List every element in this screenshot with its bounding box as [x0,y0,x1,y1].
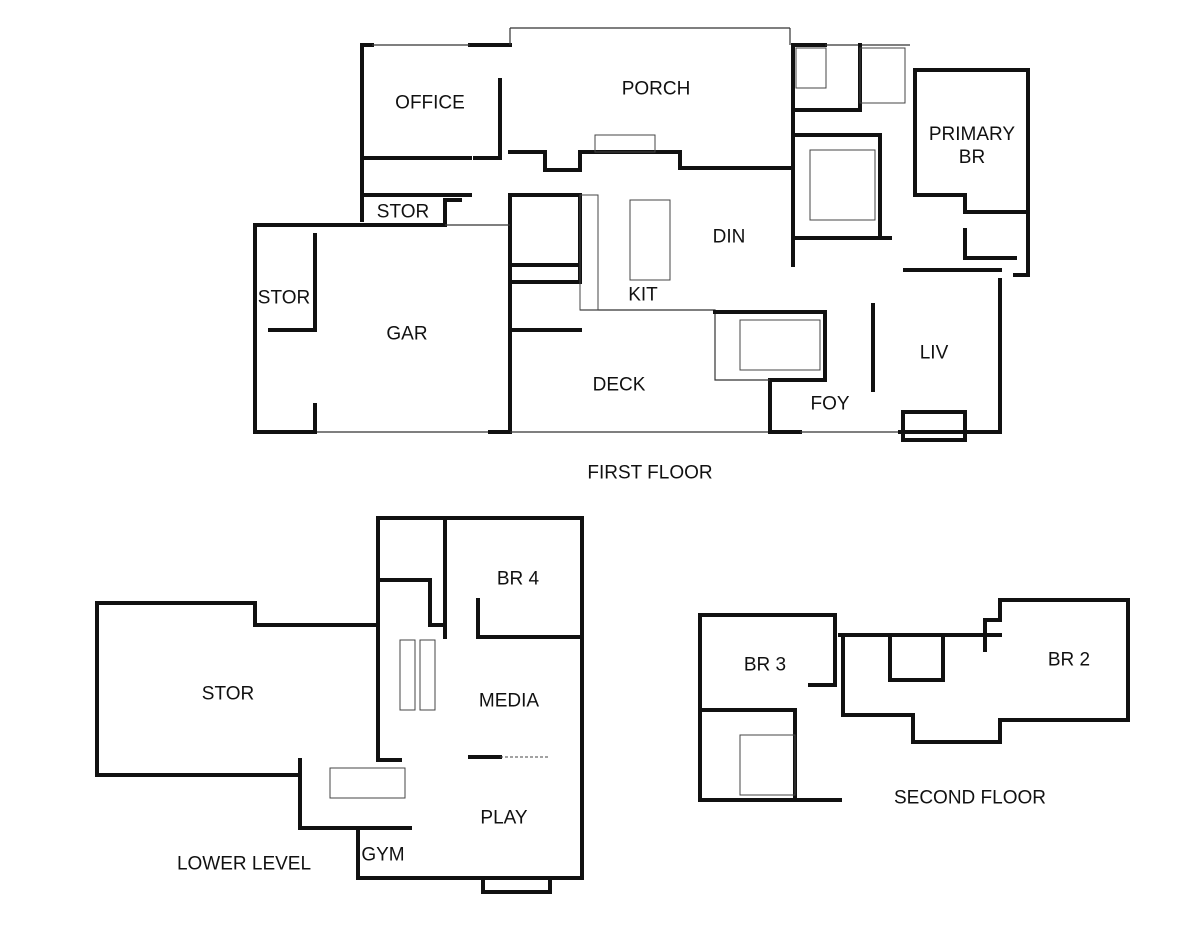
room-label-media: MEDIA [478,690,540,712]
room-label-living: LIV [919,342,949,364]
room-label-lower-stor: STOR [201,683,255,705]
room-label-br3: BR 3 [743,654,787,676]
room-label-deck: DECK [592,374,646,396]
second-floor-walls [698,598,1130,802]
room-label-primary-br: PRIMARY BR [928,124,1016,168]
lower-level-title: LOWER LEVEL [176,853,312,875]
room-label-garage: GAR [386,323,428,345]
room-label-garage-stor: STOR [257,287,311,309]
room-label-porch: PORCH [621,78,691,100]
room-label-gym: GYM [361,844,405,866]
room-label-br2: BR 2 [1047,649,1091,671]
room-label-br4: BR 4 [496,568,540,590]
room-label-play: PLAY [480,807,528,829]
first-floor-walls [253,27,1030,442]
room-label-foyer: FOY [810,393,850,415]
room-label-office: OFFICE [395,92,465,114]
lower-level-walls [95,516,584,894]
room-label-stor: STOR [376,201,430,223]
second-floor-title: SECOND FLOOR [893,787,1047,809]
first-floor-title: FIRST FLOOR [587,462,713,484]
room-label-kitchen: KIT [628,284,658,306]
room-label-dining: DIN [712,226,746,248]
